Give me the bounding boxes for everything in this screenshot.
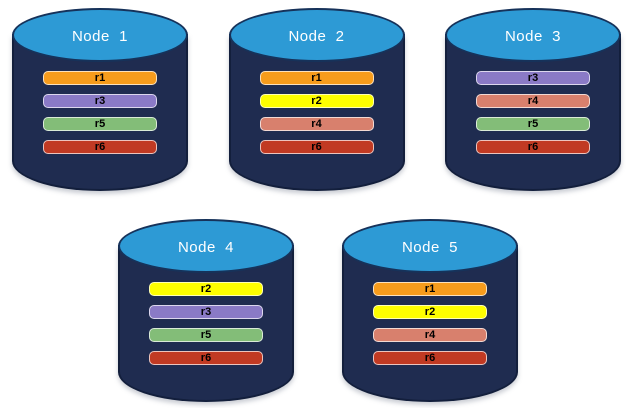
replica-bar-r2: r2 [259, 94, 374, 108]
node-3-title: Node 3 [504, 27, 562, 45]
replica-bar-r2: r2 [373, 305, 487, 319]
node-4: Node 4 r2 r3 r5 r6 [118, 219, 294, 405]
replica-bar-r1: r1 [259, 71, 374, 85]
node-3-replica-list: r3 r4 r5 r6 [476, 71, 590, 154]
replica-bar-r4: r4 [259, 117, 374, 131]
node-3: Node 3 r3 r4 r5 r6 [445, 8, 621, 194]
top-row: Node 1 r1 r3 r5 r6 Node 2 r1 r2 r4 r6 [12, 8, 621, 194]
node-1-replica-list: r1 r3 r5 r6 [43, 71, 157, 154]
node-4-title: Node 4 [177, 238, 235, 256]
node-1-title: Node 1 [71, 27, 129, 45]
node-2-title: Node 2 [288, 27, 345, 45]
replica-bar-r3: r3 [476, 71, 590, 85]
node-4-replica-list: r2 r3 r5 r6 [149, 282, 263, 365]
replica-bar-r6: r6 [373, 351, 487, 365]
replica-bar-r5: r5 [149, 328, 263, 342]
node-1: Node 1 r1 r3 r5 r6 [12, 8, 188, 194]
replica-bar-r1: r1 [43, 71, 157, 85]
replica-bar-r6: r6 [476, 140, 590, 154]
replica-bar-r2: r2 [149, 282, 263, 296]
replica-bar-r3: r3 [149, 305, 263, 319]
node-1-cylinder-top: Node 1 [12, 8, 188, 62]
replica-bar-r1: r1 [373, 282, 487, 296]
node-2-cylinder-top: Node 2 [228, 8, 405, 62]
replica-bar-r5: r5 [476, 117, 590, 131]
replica-bar-r6: r6 [259, 140, 374, 154]
node-5-cylinder-top: Node 5 [342, 219, 518, 273]
node-2-replica-list: r1 r2 r4 r6 [259, 71, 374, 154]
replica-bar-r4: r4 [476, 94, 590, 108]
replica-bar-r6: r6 [43, 140, 157, 154]
replica-bar-r5: r5 [43, 117, 157, 131]
node-5-replica-list: r1 r2 r4 r6 [373, 282, 487, 365]
replica-bar-r3: r3 [43, 94, 157, 108]
bottom-row: Node 4 r2 r3 r5 r6 Node 5 r1 r2 r4 r6 [0, 219, 636, 405]
replica-bar-r4: r4 [373, 328, 487, 342]
node-2: Node 2 r1 r2 r4 r6 [228, 8, 405, 194]
replica-bar-r6: r6 [149, 351, 263, 365]
node-4-cylinder-top: Node 4 [118, 219, 294, 273]
node-3-cylinder-top: Node 3 [445, 8, 621, 62]
node-5-title: Node 5 [401, 238, 459, 256]
node-5: Node 5 r1 r2 r4 r6 [342, 219, 518, 405]
